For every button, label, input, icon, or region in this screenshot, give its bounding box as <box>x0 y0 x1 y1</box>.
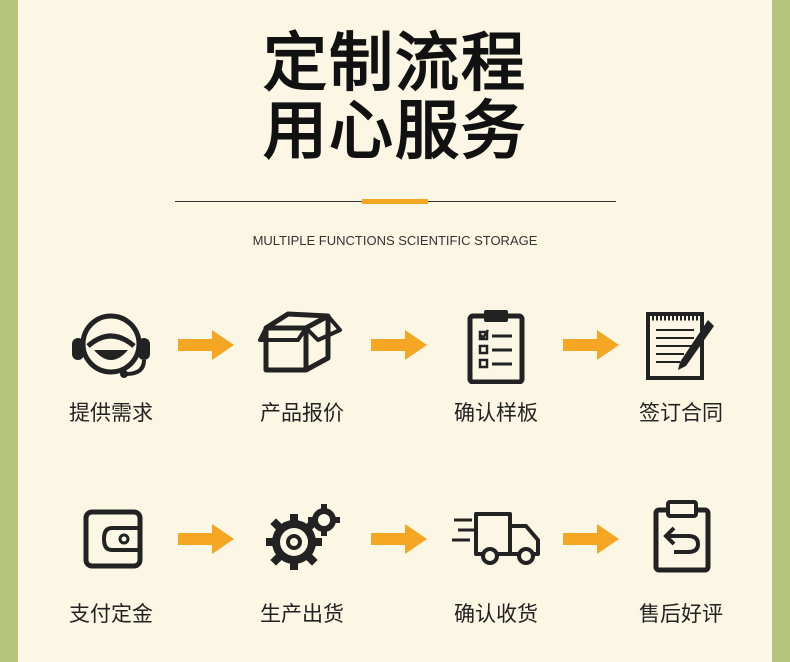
arrow-right-icon <box>178 524 234 554</box>
notepad-pen-icon <box>646 312 714 380</box>
delivery-truck-icon <box>452 512 540 565</box>
step-label-provide-requirements: 提供需求 <box>69 401 153 425</box>
step-label-confirm-receipt: 确认收货 <box>454 602 538 626</box>
step-label-sign-contract: 签订合同 <box>639 401 723 425</box>
divider-accent <box>362 199 428 204</box>
package-box-icon <box>258 311 342 373</box>
page-title-line2: 用心服务 <box>263 95 527 169</box>
step-label-confirm-sample: 确认样板 <box>454 401 538 425</box>
arrow-right-icon <box>371 524 427 554</box>
customer-service-headset-icon <box>72 313 150 378</box>
page-title: 定制流程 <box>263 27 527 101</box>
wallet-icon <box>83 509 143 569</box>
step-label-production-shipping: 生产出货 <box>260 602 344 626</box>
gears-icon <box>266 504 340 570</box>
arrow-right-icon <box>563 524 619 554</box>
arrow-right-icon <box>563 330 619 360</box>
step-label-quotation: 产品报价 <box>260 401 344 425</box>
step-label-pay-deposit: 支付定金 <box>69 602 153 626</box>
step-label-after-sales-review: 售后好评 <box>639 602 723 626</box>
return-clipboard-icon <box>653 500 711 573</box>
page-subtitle: MULTIPLE FUNCTIONS SCIENTIFIC STORAGE <box>252 233 538 248</box>
arrow-right-icon <box>371 330 427 360</box>
arrow-right-icon <box>178 330 234 360</box>
clipboard-checklist-icon <box>467 310 525 384</box>
